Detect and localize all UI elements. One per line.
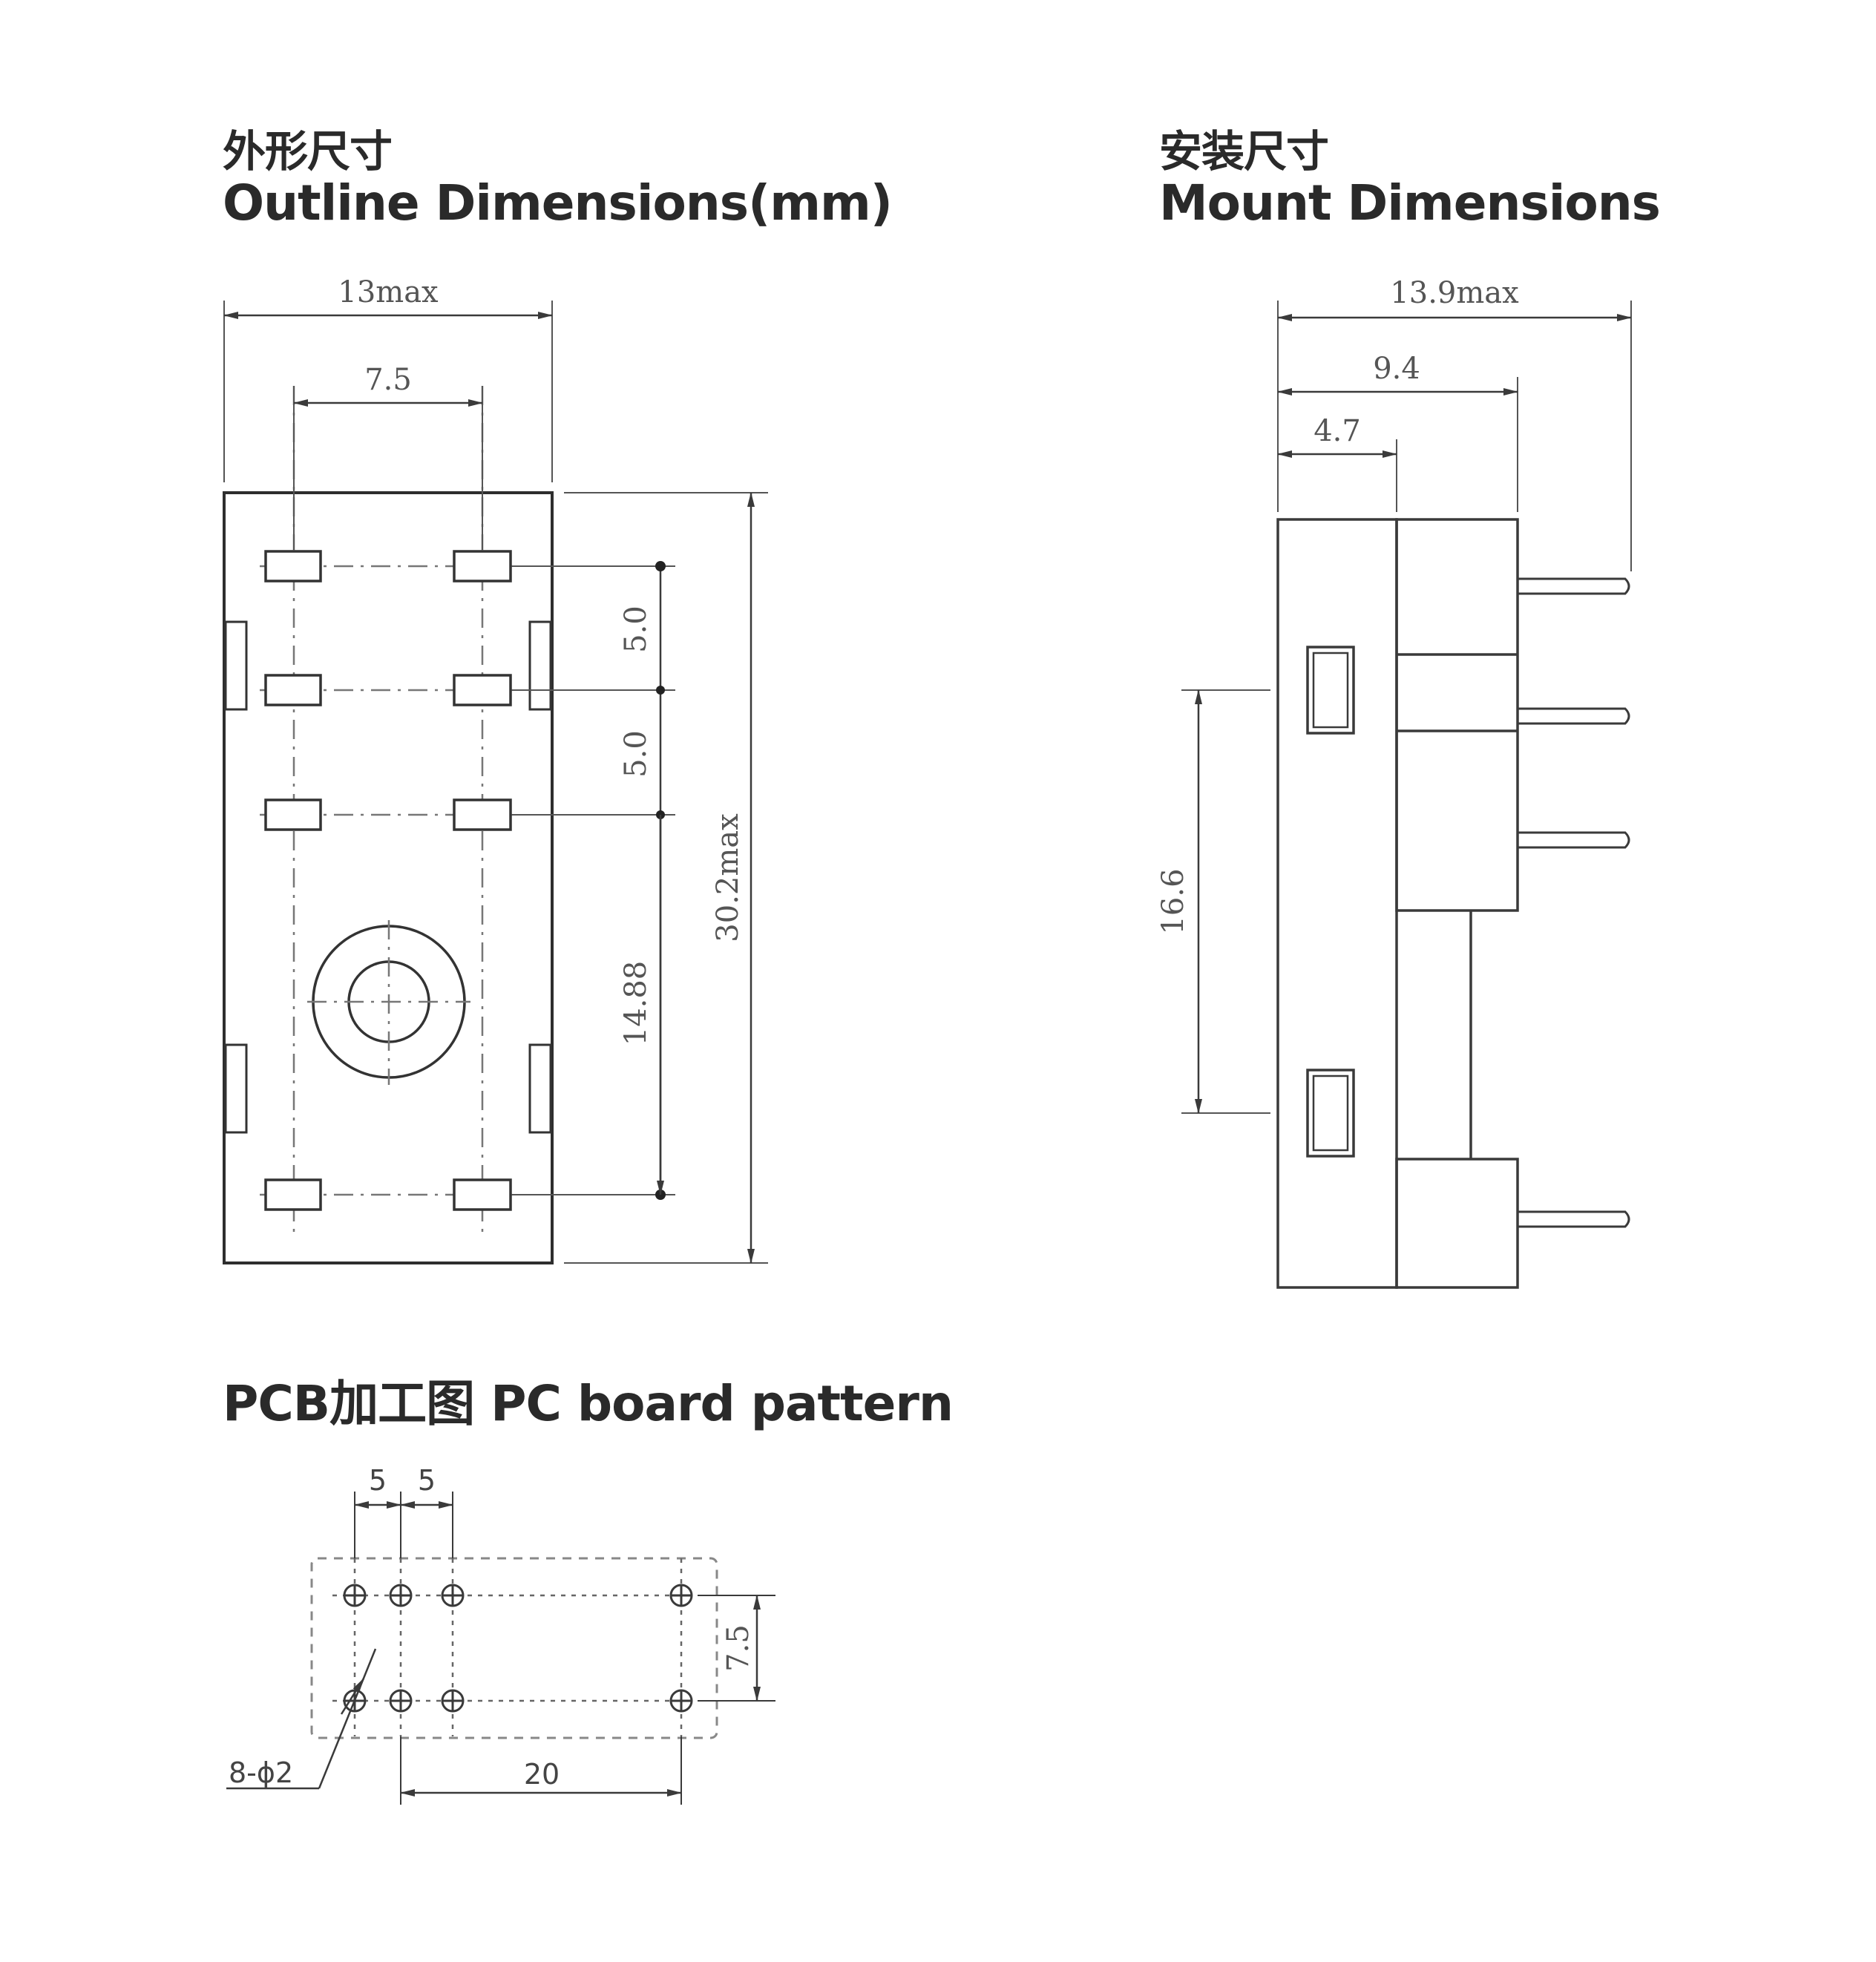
mount-body-left [1276,518,1398,1289]
mount-clip-windows [1306,646,1355,1158]
mount-heading: 安装尺寸 Mount Dimensions [1159,126,1661,232]
outline-center-circle [307,920,470,1085]
outline-pin-x-label: 7.5 [364,363,412,397]
mount-block-upper [1395,518,1519,912]
outline-body [223,491,554,1264]
outline-side-clips [224,620,552,1134]
pcb-row-gap-label: 7.5 [721,1624,755,1672]
mount-title-cn: 安装尺寸 [1159,126,1329,177]
outline-dim-labels: 13max 7.5 5.0 5.0 14.88 30.2max [338,275,745,1046]
mount-clip-label: 16.6 [1156,868,1190,934]
outline-pitch3-label: 14.88 [619,961,653,1046]
outline-pitch2-label: 5.0 [619,730,653,778]
mount-small-label: 4.7 [1313,414,1361,448]
mount-view [1181,301,1632,1289]
pcb-span-label: 20 [524,1758,560,1791]
pcb-outline [310,1557,718,1739]
outline-height-label: 30.2max [711,813,745,942]
pcb-view [226,1492,775,1805]
outline-heading: 外形尺寸 Outline Dimensions(mm) [223,126,893,232]
outline-title-cn: 外形尺寸 [223,126,393,177]
mount-block-lower [1395,1158,1519,1289]
outline-title-en: Outline Dimensions(mm) [223,174,893,232]
outline-pitch1-label: 5.0 [619,606,653,653]
outline-view [223,301,768,1264]
pcb-heading: PCB加工图 PC board pattern [223,1375,954,1432]
mount-pins [1518,577,1630,1228]
mount-total-label: 13.9max [1390,276,1519,310]
pcb-hole-label: 8-ϕ2 [229,1756,293,1789]
pcb-pitch-b-label: 5 [418,1464,436,1497]
outline-pin-pads [264,550,512,1211]
pcb-pitch-a-label: 5 [369,1464,387,1497]
mount-dim-labels: 13.9max 9.4 4.7 16.6 [1156,276,1519,935]
mount-title-en: Mount Dimensions [1159,174,1661,232]
outline-width-label: 13max [338,275,439,309]
pcb-dim-labels: 5 5 7.5 20 8-ϕ2 [229,1464,755,1791]
pcb-holes [343,1584,693,1713]
mount-mid-label: 9.4 [1373,352,1420,386]
